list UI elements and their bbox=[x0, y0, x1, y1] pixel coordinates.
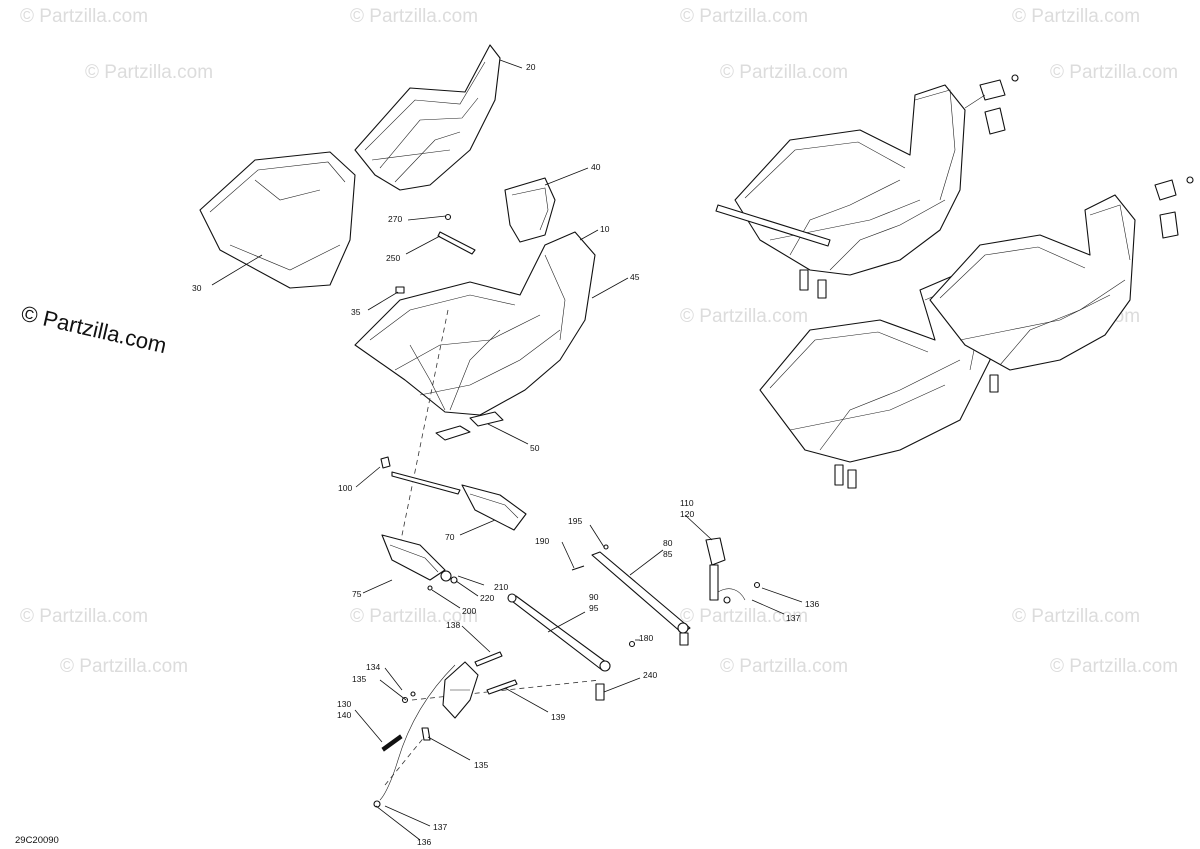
callout-95: 95 bbox=[589, 603, 599, 613]
callout-80: 80 bbox=[663, 538, 673, 548]
callout-35: 35 bbox=[351, 307, 361, 317]
dashed-guide-line bbox=[399, 309, 449, 546]
assembled-seat-pair-view bbox=[759, 176, 1194, 489]
callout-40: 40 bbox=[591, 162, 601, 172]
support-bar-part bbox=[571, 544, 691, 646]
watermark: © Partzilla.com bbox=[350, 6, 478, 27]
callout-136: 136 bbox=[417, 837, 431, 847]
callout-137: 137 bbox=[433, 822, 447, 832]
pin-part bbox=[437, 213, 476, 255]
pad-part bbox=[435, 411, 504, 441]
watermark: © Partzilla.com bbox=[720, 656, 848, 677]
callout-136: 136 bbox=[805, 599, 819, 609]
callout-135: 135 bbox=[352, 674, 366, 684]
callout-210: 210 bbox=[494, 582, 508, 592]
callout-270: 270 bbox=[388, 214, 402, 224]
callout-135: 135 bbox=[474, 760, 488, 770]
callout-70: 70 bbox=[445, 532, 455, 542]
watermark: © Partzilla.com bbox=[1050, 656, 1178, 677]
leader-lines bbox=[211, 59, 803, 841]
watermark-large: © Partzilla.com bbox=[19, 301, 169, 359]
watermark: © Partzilla.com bbox=[680, 6, 808, 27]
callout-50: 50 bbox=[530, 443, 540, 453]
clip-part bbox=[395, 286, 405, 294]
callout-180: 180 bbox=[639, 633, 653, 643]
callout-20: 20 bbox=[526, 62, 536, 72]
callout-75: 75 bbox=[352, 589, 362, 599]
callout-30: 30 bbox=[192, 283, 202, 293]
watermark: © Partzilla.com bbox=[60, 656, 188, 677]
assembled-seat-view bbox=[715, 74, 1019, 299]
watermark: © Partzilla.com bbox=[1050, 62, 1178, 83]
callout-200: 200 bbox=[462, 606, 476, 616]
seat-cover-part bbox=[354, 44, 501, 191]
callout-120: 120 bbox=[680, 509, 694, 519]
headrest-part bbox=[504, 177, 556, 243]
callout-100: 100 bbox=[338, 483, 352, 493]
seatbelt-retractor-part bbox=[373, 651, 518, 808]
callout-130: 130 bbox=[337, 699, 351, 709]
callout-139: 139 bbox=[551, 712, 565, 722]
callout-10: 10 bbox=[600, 224, 610, 234]
watermark: © Partzilla.com bbox=[350, 606, 478, 627]
support-bar-part bbox=[507, 593, 636, 701]
callout-90: 90 bbox=[589, 592, 599, 602]
callout-134: 134 bbox=[366, 662, 380, 672]
callout-140: 140 bbox=[337, 710, 351, 720]
callout-195: 195 bbox=[568, 516, 582, 526]
slide-rail-part bbox=[380, 456, 527, 531]
bushing-part bbox=[427, 570, 458, 591]
watermark: © Partzilla.com bbox=[20, 606, 148, 627]
seat-frame-part bbox=[354, 231, 596, 416]
watermark: © Partzilla.com bbox=[1012, 6, 1140, 27]
callout-220: 220 bbox=[480, 593, 494, 603]
callout-190: 190 bbox=[535, 536, 549, 546]
slide-rail-part bbox=[381, 534, 446, 581]
callout-85: 85 bbox=[663, 549, 673, 559]
watermark: © Partzilla.com bbox=[680, 606, 808, 627]
watermark: © Partzilla.com bbox=[20, 6, 148, 27]
callout-137: 137 bbox=[786, 613, 800, 623]
diagram-reference-code: 29C20090 bbox=[15, 835, 59, 846]
watermark: © Partzilla.com bbox=[680, 306, 808, 327]
seatbelt-buckle-part bbox=[705, 537, 761, 604]
callout-240: 240 bbox=[643, 670, 657, 680]
watermark: © Partzilla.com bbox=[720, 62, 848, 83]
watermark: © Partzilla.com bbox=[85, 62, 213, 83]
watermark: © Partzilla.com bbox=[1012, 606, 1140, 627]
seat-cushion-part bbox=[199, 151, 356, 289]
callout-110: 110 bbox=[680, 498, 694, 508]
callout-138: 138 bbox=[446, 620, 460, 630]
callout-labels: 20 40 10 45 270 250 30 35 50 100 70 195 … bbox=[192, 62, 819, 847]
callout-250: 250 bbox=[386, 253, 400, 263]
callout-45: 45 bbox=[630, 272, 640, 282]
